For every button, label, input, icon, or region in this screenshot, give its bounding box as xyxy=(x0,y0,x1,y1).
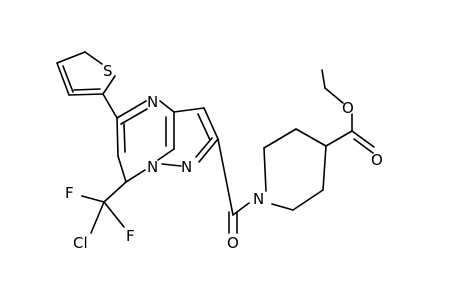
bond xyxy=(217,138,234,216)
thiophene-sulfur-label: S xyxy=(103,62,113,80)
bond xyxy=(117,155,127,183)
bond xyxy=(271,203,294,211)
bond xyxy=(103,181,127,203)
piperidine-ring xyxy=(263,128,327,211)
pyrazole-ring xyxy=(161,107,219,167)
bond xyxy=(195,137,213,158)
bond xyxy=(173,107,205,113)
bond xyxy=(84,51,103,65)
bond xyxy=(68,93,104,96)
difluorochloromethyl-group xyxy=(81,181,127,234)
bond xyxy=(159,100,175,113)
bond xyxy=(120,108,148,125)
amide-oxygen-label: O xyxy=(227,234,239,252)
bond xyxy=(324,87,344,104)
fluorine-top-label: F xyxy=(65,184,74,202)
bond xyxy=(197,113,211,141)
bond xyxy=(123,123,126,153)
bond xyxy=(73,88,101,91)
bond xyxy=(263,128,297,149)
bond xyxy=(321,69,326,89)
bond xyxy=(116,117,119,157)
bond xyxy=(325,130,353,147)
pyrimidine-nitrogen-label: N xyxy=(147,93,158,111)
ethyl-ester-group xyxy=(321,69,375,154)
bond xyxy=(103,201,125,228)
pyrazole-nitrogen-label: N xyxy=(181,158,192,176)
bond xyxy=(198,138,219,163)
ester-carbonyl-oxygen-label: O xyxy=(371,151,383,169)
bond xyxy=(56,51,86,64)
bond xyxy=(116,100,147,119)
bond xyxy=(90,201,105,234)
pyrimidine-ring xyxy=(116,100,175,183)
amide-carbonyl-group xyxy=(217,138,250,234)
bond xyxy=(351,130,375,148)
bond xyxy=(292,189,324,211)
bond xyxy=(62,65,74,93)
chlorine-label: Cl xyxy=(73,234,88,252)
bond xyxy=(232,202,250,216)
bond xyxy=(295,128,327,147)
bridgehead-nitrogen-label: N xyxy=(147,158,158,176)
bond xyxy=(263,147,267,192)
bond xyxy=(161,163,182,167)
piperidine-nitrogen-label: N xyxy=(253,190,264,208)
bond xyxy=(102,75,116,95)
bond xyxy=(322,145,327,191)
thiophene-ring xyxy=(56,51,116,96)
bond xyxy=(353,138,374,154)
ester-ether-oxygen-label: O xyxy=(342,99,354,117)
bond xyxy=(81,195,105,203)
fluorine-right-label: F xyxy=(126,227,135,245)
bond xyxy=(56,62,70,96)
bond xyxy=(102,93,118,119)
bond xyxy=(157,148,175,161)
bond xyxy=(125,169,146,183)
bond xyxy=(203,107,219,140)
